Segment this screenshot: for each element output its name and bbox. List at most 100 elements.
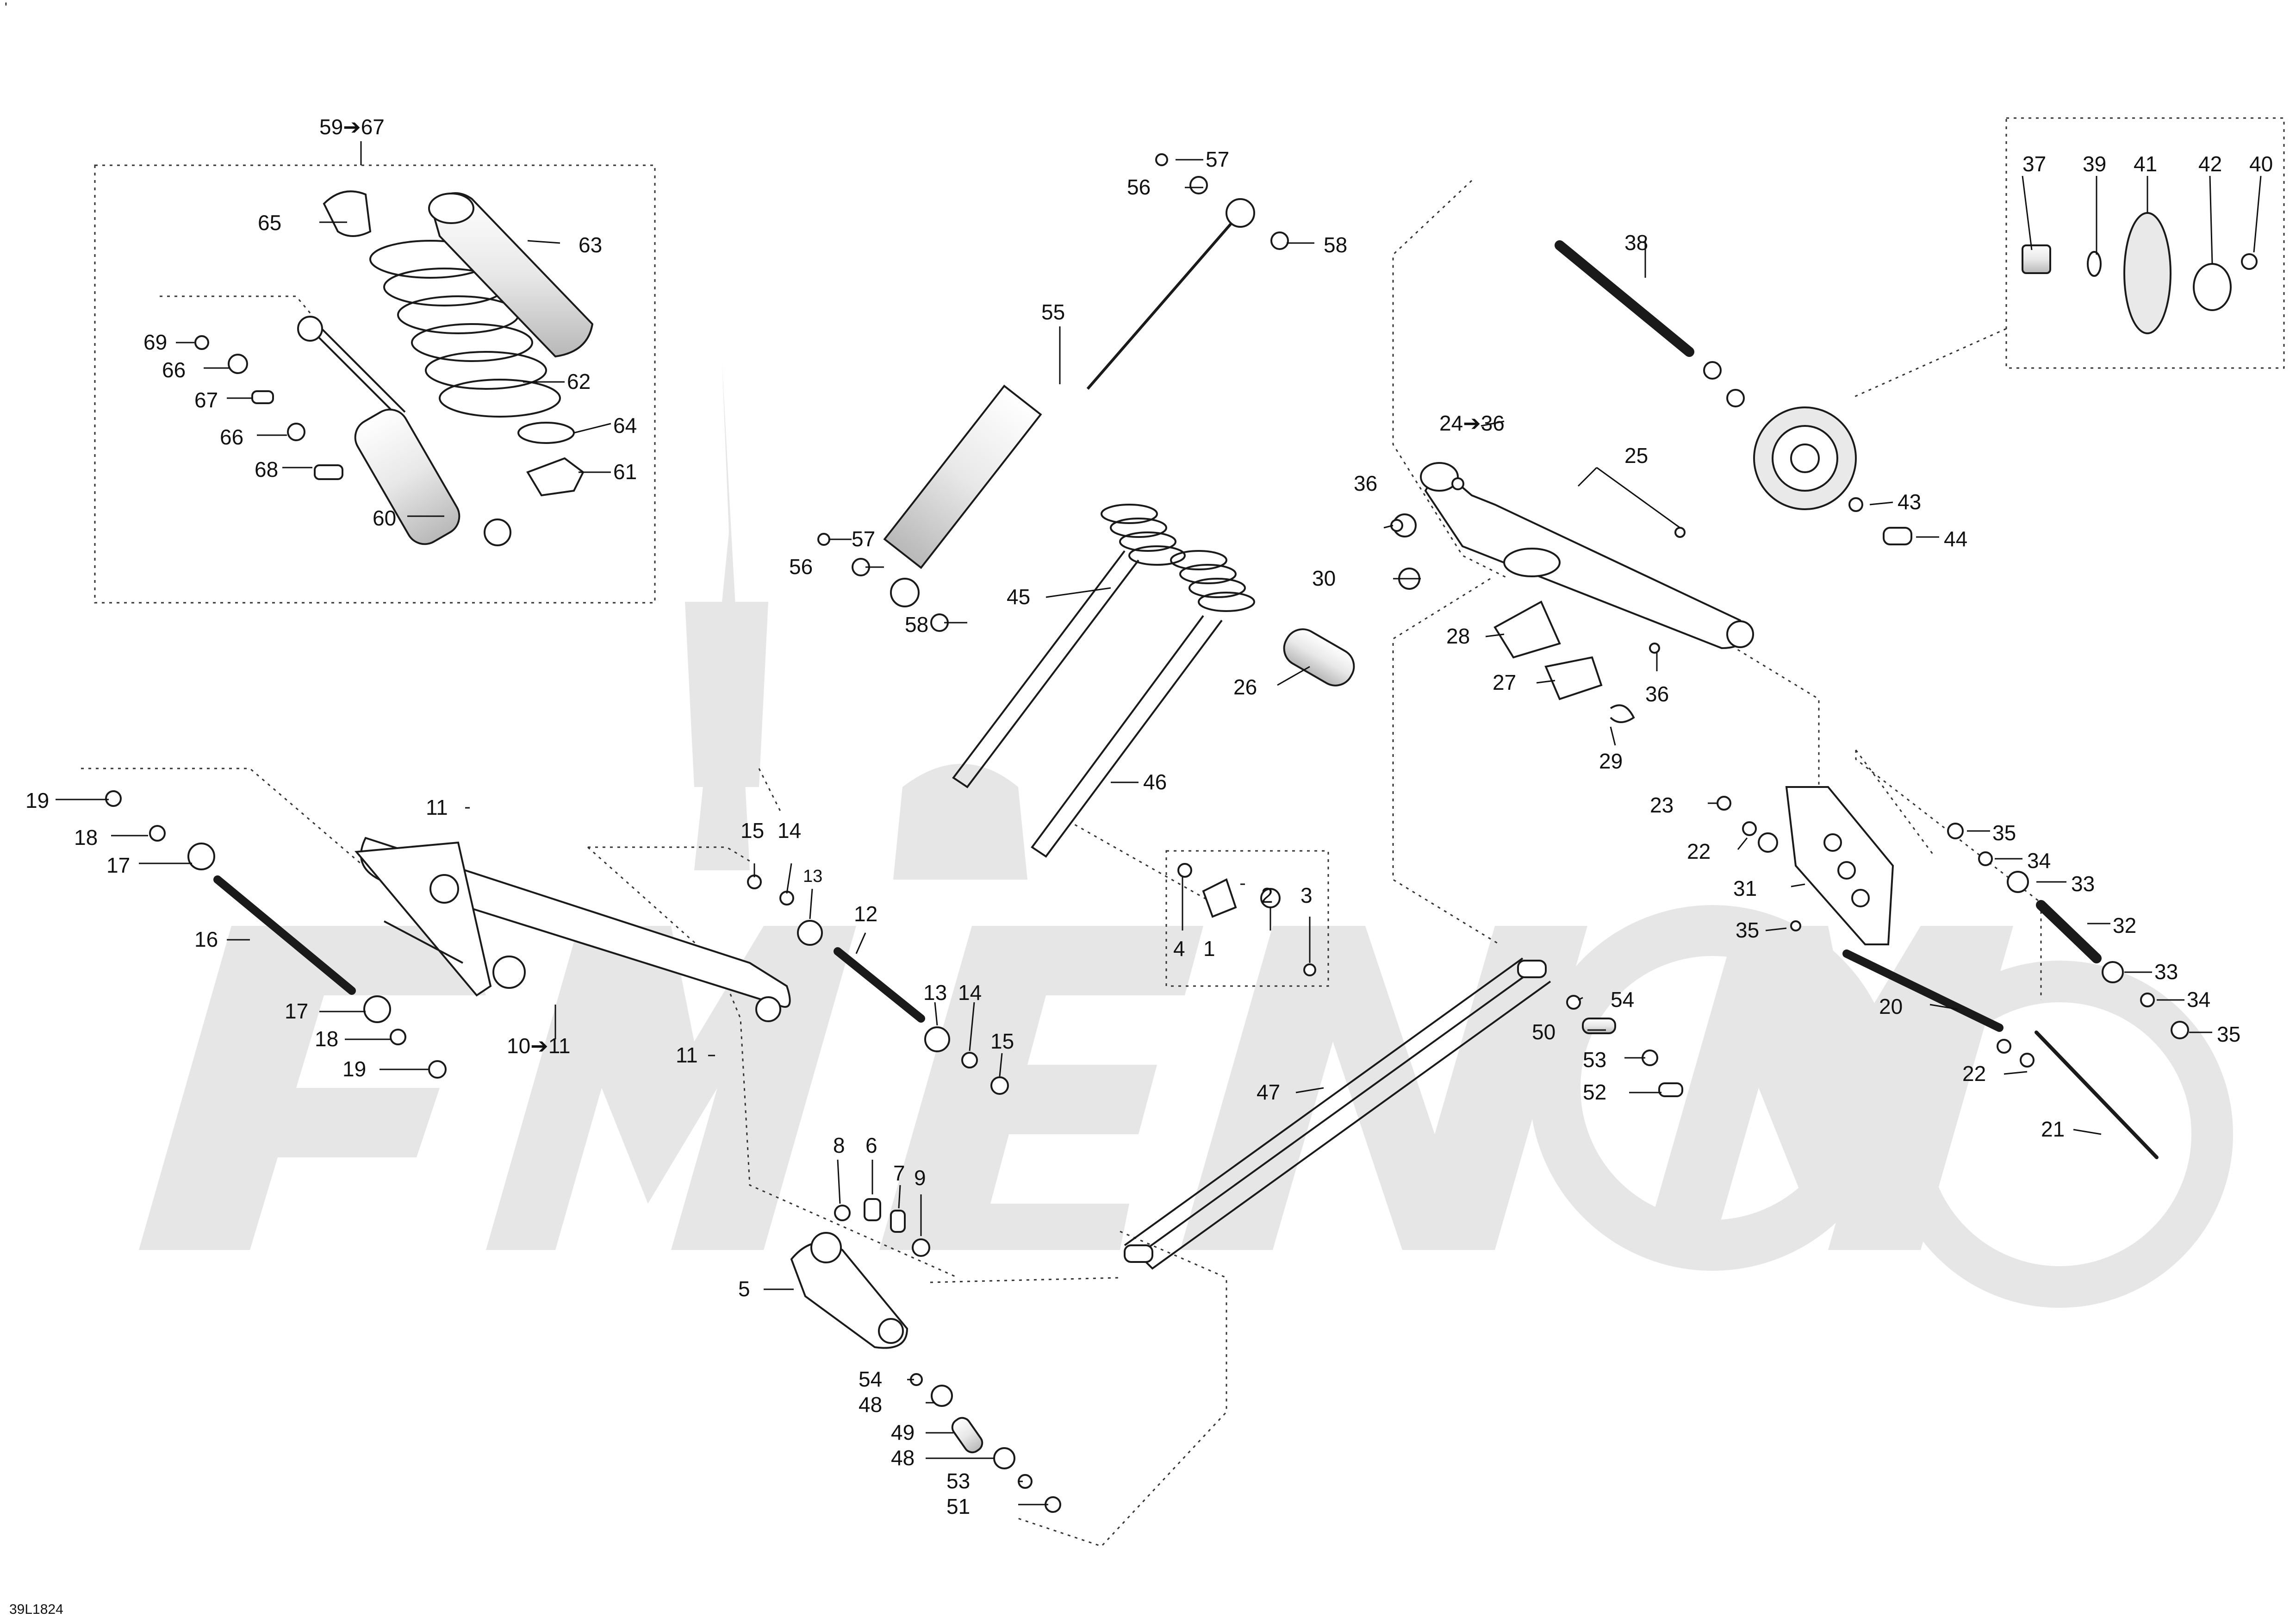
label-part-53b: 53 [1583, 1048, 1606, 1072]
label-part-58: 58 [1324, 233, 1347, 257]
label-part-36b: 36 [1645, 682, 1669, 706]
label-part-41: 41 [2134, 152, 2157, 176]
label-part-4: 4 [1173, 937, 1185, 961]
label-part-34b: 34 [2187, 987, 2210, 1012]
label-part-21: 21 [2041, 1117, 2065, 1141]
label-part-64: 64 [613, 413, 637, 437]
label-part-31: 31 [1733, 876, 1757, 900]
label-part-57: 57 [1206, 147, 1229, 171]
collar-65 [323, 190, 372, 237]
label-part-17b: 17 [285, 999, 308, 1023]
rod-12 [834, 947, 925, 1023]
label-part-7: 7 [893, 1161, 905, 1185]
label-part-34: 34 [2027, 849, 2051, 873]
label-part-3: 3 [1300, 883, 1313, 907]
label-part-61: 61 [613, 460, 637, 484]
label-part-35c: 35 [2217, 1022, 2240, 1046]
label-part-48b: 48 [891, 1446, 915, 1470]
label-part-11: 11 [426, 795, 448, 819]
label-part-51: 51 [946, 1494, 970, 1518]
label-part-37: 37 [2022, 152, 2046, 176]
label-part-46: 46 [1143, 770, 1167, 794]
label-part-30: 30 [1312, 566, 1336, 590]
part-labels: 59➔67 65 63 69 66 67 66 68 60 62 64 61 5… [25, 115, 2273, 1518]
rod-16 [213, 875, 356, 995]
label-part-50: 50 [1532, 1020, 1556, 1044]
rear-rods [1842, 823, 2189, 1159]
label-part-43: 43 [1898, 490, 1921, 514]
spacer-26 [1283, 628, 1355, 687]
label-part-23: 23 [1650, 793, 1674, 817]
label-part-35: 35 [1736, 918, 1759, 942]
label-part-20: 20 [1879, 994, 1903, 1018]
rear-arm-24 [1420, 462, 1754, 650]
label-part-18: 18 [74, 825, 98, 849]
label-part-48: 48 [859, 1393, 882, 1417]
label-part-54b: 54 [1611, 987, 1634, 1012]
label-part-28: 28 [1446, 624, 1470, 648]
label-part-68: 68 [255, 457, 278, 481]
label-part-14b: 14 [958, 981, 982, 1005]
idler-wheel [1753, 406, 1912, 545]
label-part-38: 38 [1624, 231, 1648, 255]
label-part-5: 5 [738, 1277, 750, 1301]
watermark [139, 361, 2233, 1308]
bracket-31 [1717, 786, 1894, 945]
label-part-49: 49 [891, 1420, 915, 1444]
label-group-10-11: 10➔11 [507, 1034, 570, 1058]
label-part-58b: 58 [905, 612, 928, 637]
link-hardware [834, 1198, 1061, 1513]
label-part-22b: 22 [1962, 1062, 1986, 1086]
label-part-6: 6 [865, 1133, 877, 1157]
label-part-40: 40 [2249, 152, 2273, 176]
corner-mark: ' [5, 0, 7, 15]
label-part-53: 53 [946, 1469, 970, 1493]
label-part-13b: 13 [923, 981, 947, 1005]
label-part-56: 56 [1127, 175, 1151, 199]
label-part-18b: 18 [315, 1027, 338, 1051]
bumper-63 [428, 192, 594, 358]
label-part-14: 14 [778, 818, 801, 843]
label-part-32: 32 [2113, 913, 2136, 937]
label-part-39: 39 [2083, 152, 2106, 176]
label-part-65: 65 [258, 211, 281, 235]
label-part-16: 16 [194, 927, 218, 951]
label-part-15b: 15 [990, 1029, 1014, 1053]
bar-47 [1124, 957, 1551, 1270]
label-part-22: 22 [1687, 839, 1711, 863]
label-group-59-67: 59➔67 [319, 115, 385, 139]
label-part-25: 25 [1624, 443, 1648, 468]
bar-hardware [1566, 995, 1683, 1097]
label-group-24-36: 24➔36 [1439, 411, 1505, 435]
torsion-spring-45 [952, 504, 1255, 858]
label-part-19b: 19 [342, 1057, 366, 1081]
label-part-36: 36 [1354, 471, 1377, 495]
label-part-27: 27 [1493, 670, 1516, 694]
label-part-67: 67 [194, 388, 218, 412]
label-part-45: 45 [1007, 585, 1030, 609]
label-part-57b: 57 [852, 527, 875, 551]
label-part-12: 12 [854, 902, 877, 926]
label-part-29: 29 [1599, 749, 1623, 773]
label-part-11b: 11 [676, 1043, 698, 1067]
small-hardware [194, 153, 1289, 632]
label-part-66b: 66 [220, 425, 243, 449]
label-part-35b: 35 [1992, 821, 2016, 845]
label-part-26: 26 [1233, 675, 1257, 699]
ring-64 [517, 422, 575, 444]
label-part-44: 44 [1944, 527, 1967, 551]
label-part-42: 42 [2198, 152, 2222, 176]
label-part-33: 33 [2071, 872, 2095, 896]
label-part-63: 63 [579, 233, 602, 257]
clip-61 [526, 457, 585, 497]
label-part-17: 17 [106, 853, 130, 877]
parts [105, 153, 2258, 1513]
label-part-13: 13 [803, 867, 822, 886]
label-part-8: 8 [833, 1133, 845, 1157]
label-part-52: 52 [1583, 1080, 1606, 1104]
label-part-56b: 56 [789, 555, 813, 579]
label-part-1: 1 [1203, 937, 1215, 961]
label-part-33b: 33 [2154, 960, 2178, 984]
label-part-62: 62 [567, 369, 591, 394]
